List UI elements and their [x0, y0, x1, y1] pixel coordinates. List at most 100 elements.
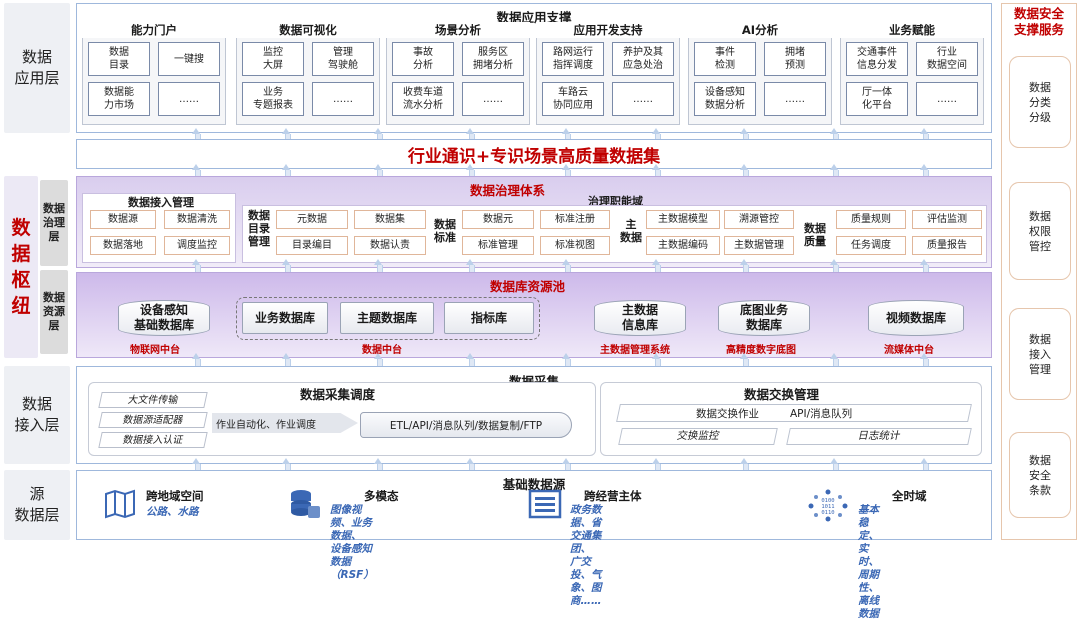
source-item-title: 全时域 — [892, 489, 927, 503]
res-tag: 数据中台 — [362, 345, 402, 356]
gov-access-title: 数据接入管理 — [128, 196, 194, 209]
app-layer-panel: 数据应用支撑 — [76, 3, 992, 133]
up-arrow-icon — [374, 259, 383, 274]
up-arrow-icon — [920, 353, 929, 368]
up-arrow-icon — [282, 458, 291, 473]
up-arrow-icon — [830, 353, 839, 368]
gov-quality-item: 质量规则 — [836, 210, 906, 229]
app-item: …… — [916, 82, 978, 116]
layer-label-hub: 数据 枢纽 — [4, 176, 38, 358]
gov-catalog-item: 目录编目 — [276, 236, 348, 255]
exchange-item: 交换监控 — [618, 428, 778, 445]
app-item: …… — [764, 82, 826, 116]
gov-std-item: 标准视图 — [540, 236, 610, 255]
app-item: …… — [462, 82, 524, 116]
res-tag: 流媒体中台 — [884, 345, 934, 356]
gov-catalog-item: 数据集 — [354, 210, 426, 229]
security-item: 数据 分类 分级 — [1009, 56, 1071, 148]
gov-access-item: 数据清洗 — [164, 210, 230, 229]
up-arrow-icon — [920, 458, 929, 473]
app-item: 事件 检测 — [694, 42, 756, 76]
app-item: 监控 大屏 — [242, 42, 304, 76]
up-arrow-icon — [282, 128, 291, 142]
up-arrow-icon — [740, 128, 749, 142]
gov-access-item: 调度监控 — [164, 236, 230, 255]
source-layer-title: 基础数据源 — [502, 477, 566, 492]
up-arrow-icon — [652, 458, 661, 473]
source-item-title: 多模态 — [364, 489, 399, 503]
up-arrow-icon — [466, 128, 475, 142]
app-item: 数据能 力市场 — [88, 82, 150, 116]
up-arrow-icon — [830, 128, 839, 142]
access-left-item: 数据接入认证 — [98, 432, 208, 448]
app-item: …… — [312, 82, 374, 116]
app-item: 设备感知 数据分析 — [694, 82, 756, 116]
app-item: 收费车道 流水分析 — [392, 82, 454, 116]
exchange-item: API/消息队列 — [790, 408, 853, 420]
gov-std-label: 数据 标准 — [434, 218, 456, 244]
database-cylinder: 指标库 — [444, 302, 534, 334]
security-item: 数据 接入 管理 — [1009, 308, 1071, 400]
database-cylinder: 视频数据库 — [868, 300, 964, 336]
res-tag: 主数据管理系统 — [600, 345, 670, 356]
up-arrow-icon — [192, 458, 201, 473]
svg-text:1011: 1011 — [821, 504, 834, 510]
security-item: 数据 安全 条款 — [1009, 432, 1071, 518]
app-item: 养护及其 应急处治 — [612, 42, 674, 76]
app-item: …… — [158, 82, 220, 116]
up-arrow-icon — [652, 164, 661, 179]
up-arrow-icon — [282, 259, 291, 274]
up-arrow-icon — [192, 128, 201, 142]
security-title: 数据安全 支撑服务 — [1013, 6, 1064, 37]
dataset-banner: 行业通识+专识场景高质量数据集 — [76, 139, 992, 169]
up-arrow-icon — [830, 458, 839, 473]
up-arrow-icon — [652, 259, 661, 274]
up-arrow-icon — [830, 164, 839, 179]
app-item: 事故 分析 — [392, 42, 454, 76]
app-group-title: AI分析 — [688, 22, 832, 38]
gov-catalog-label: 数据 目录 管理 — [248, 209, 270, 248]
app-item: 管理 驾驶舱 — [312, 42, 374, 76]
flow-label: 作业自动化、作业调度 — [216, 420, 316, 431]
document-icon — [528, 489, 562, 519]
up-arrow-icon — [466, 259, 475, 274]
exchange-item: 日志统计 — [786, 428, 972, 445]
source-item-desc: 政务数据、省交通集团、 广交投、气象、图商…… — [570, 504, 602, 607]
app-group-title: 业务赋能 — [840, 22, 984, 38]
exchange-item: 数据交换作业 — [696, 408, 759, 420]
layer-label-gov: 数据 治理 层 — [40, 180, 68, 266]
gov-domain-title: 治理职能域 — [588, 195, 643, 208]
app-group-title: 能力门户 — [82, 22, 226, 38]
source-item-title: 跨地域空间 — [146, 489, 204, 503]
up-arrow-icon — [740, 164, 749, 179]
gov-catalog-item: 元数据 — [276, 210, 348, 229]
up-arrow-icon — [920, 164, 929, 179]
app-group-title: 数据可视化 — [236, 22, 380, 38]
gov-master-item: 主数据管理 — [724, 236, 794, 255]
database-cylinder: 底图业务 数据库 — [718, 300, 810, 336]
res-layer-title: 数据库资源池 — [490, 279, 566, 294]
up-arrow-icon — [374, 353, 383, 368]
app-item: 厅一体 化平台 — [846, 82, 908, 116]
up-arrow-icon — [830, 259, 839, 274]
data-center-group — [236, 297, 540, 340]
flow-arrow — [212, 413, 358, 433]
gov-quality-item: 质量报告 — [912, 236, 982, 255]
collect-sched-title: 数据采集调度 — [300, 387, 376, 402]
svg-text:0100: 0100 — [821, 498, 834, 504]
database-cylinder: 主数据 信息库 — [594, 300, 686, 336]
gov-access-item: 数据源 — [90, 210, 156, 229]
up-arrow-icon — [282, 353, 291, 368]
app-item: 业务 专题报表 — [242, 82, 304, 116]
up-arrow-icon — [652, 128, 661, 142]
up-arrow-icon — [652, 353, 661, 368]
source-item-title: 跨经营主体 — [584, 489, 642, 503]
security-item: 数据 权限 管控 — [1009, 182, 1071, 280]
up-arrow-icon — [192, 164, 201, 179]
layer-label-access: 数据 接入层 — [4, 366, 70, 464]
app-item: 拥堵 预测 — [764, 42, 826, 76]
gov-std-item: 标准管理 — [462, 236, 534, 255]
gov-std-item: 数据元 — [462, 210, 534, 229]
up-arrow-icon — [374, 164, 383, 179]
gov-layer-title: 数据治理体系 — [470, 183, 546, 198]
